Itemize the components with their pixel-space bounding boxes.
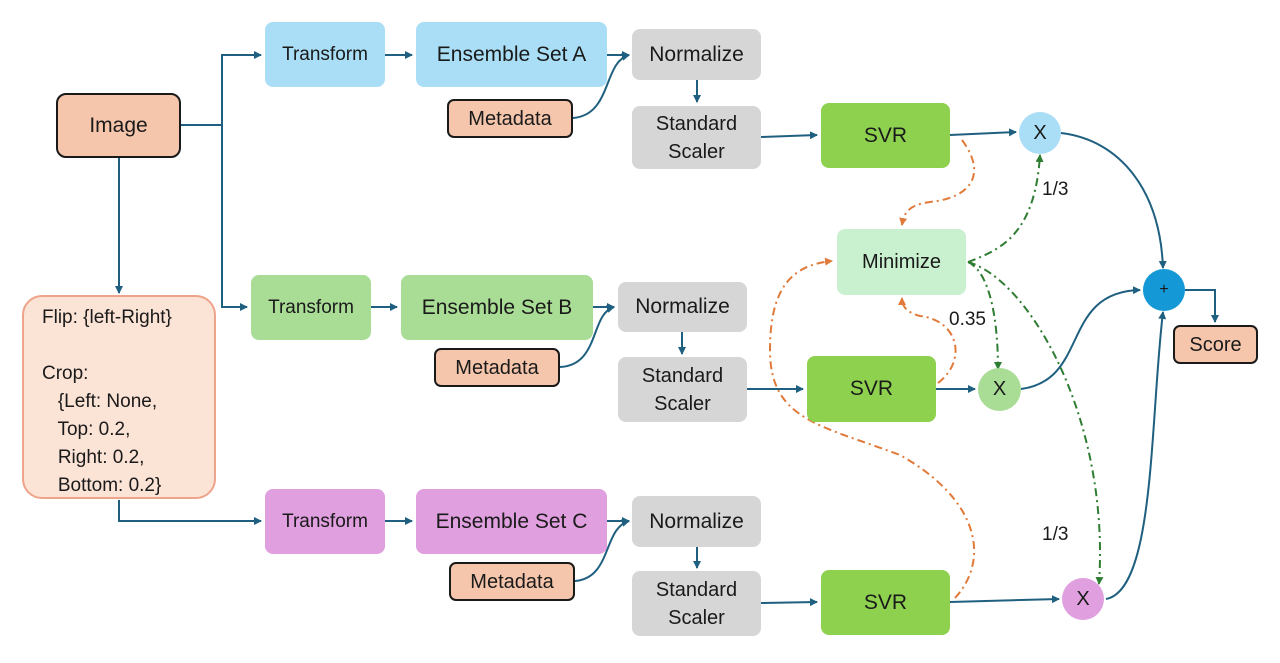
minimize-to-weight-connectors xyxy=(967,154,1104,585)
transform-b-node: Transform xyxy=(251,275,371,340)
score-node: Score xyxy=(1173,325,1258,364)
normalize-b-node: Normalize xyxy=(618,282,747,332)
svr-b-node: SVR xyxy=(807,356,936,422)
image-branch-connectors xyxy=(115,51,262,525)
transform-c-node: Transform xyxy=(265,489,385,554)
standard-scaler-a-node: Standard Scaler xyxy=(632,106,761,169)
standard-scaler-c-node: Standard Scaler xyxy=(632,571,761,636)
multiply-c-node: X xyxy=(1062,578,1104,620)
weight-c-label: 1/3 xyxy=(1042,524,1069,545)
standard-scaler-b-node: Standard Scaler xyxy=(618,357,747,422)
row-connectors xyxy=(371,51,1219,607)
weight-b-label: 0.35 xyxy=(949,309,986,330)
ensemble-set-c-node: Ensemble Set C xyxy=(416,489,607,554)
ensemble-set-a-node: Ensemble Set A xyxy=(416,22,607,87)
multiply-a-node: X xyxy=(1019,112,1061,154)
svr-c-node: SVR xyxy=(821,570,950,635)
metadata-a-node: Metadata xyxy=(447,99,573,138)
transform-a-node: Transform xyxy=(265,22,385,87)
metadata-c-node: Metadata xyxy=(449,562,575,601)
normalize-c-node: Normalize xyxy=(632,496,761,547)
sum-node: + xyxy=(1143,269,1185,311)
svr-a-node: SVR xyxy=(821,103,950,168)
image-node: Image xyxy=(56,93,181,158)
multiply-b-node: X xyxy=(978,368,1021,411)
svr-to-minimize-connectors xyxy=(768,139,976,599)
minimize-node: Minimize xyxy=(837,229,966,295)
augmentation-config-box: Flip: {left-Right} Crop: {Left: None, To… xyxy=(22,295,216,499)
weight-a-label: 1/3 xyxy=(1042,179,1069,200)
ensemble-set-b-node: Ensemble Set B xyxy=(401,275,593,340)
normalize-a-node: Normalize xyxy=(632,29,761,80)
metadata-b-node: Metadata xyxy=(434,348,560,387)
